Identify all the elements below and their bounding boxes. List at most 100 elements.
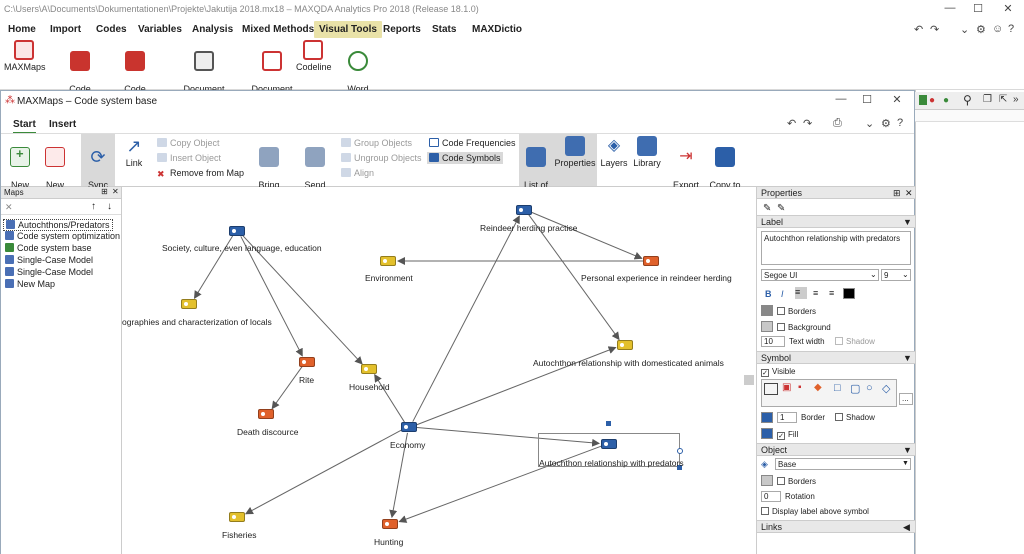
group-objects-button[interactable]: Group Objects <box>341 138 412 148</box>
map-node-label[interactable]: Household <box>349 382 390 392</box>
codeline-button[interactable]: Codeline <box>296 40 332 73</box>
map-item[interactable]: Code system optimization <box>5 231 120 241</box>
map-link-arrow[interactable] <box>389 432 408 519</box>
fill-color-swatch[interactable] <box>761 428 773 439</box>
font-size-select[interactable]: 9⌄ <box>881 269 911 281</box>
menu-codes[interactable]: Codes <box>96 24 127 35</box>
maxmaps-minimize-icon[interactable]: — <box>835 93 847 105</box>
mm-help-icon[interactable]: ? <box>897 117 904 129</box>
visible-checkbox[interactable]: ✓Visible <box>761 367 796 377</box>
map-link-arrow[interactable] <box>416 346 617 426</box>
map-link-arrow[interactable] <box>416 427 601 447</box>
map-node-label[interactable]: Rite <box>299 375 315 385</box>
maps-close-icon[interactable]: ✕ <box>112 187 119 196</box>
border-color-swatch[interactable] <box>761 305 773 316</box>
brush-reset-icon[interactable]: ✎ <box>777 203 786 214</box>
map-item[interactable]: Code system base <box>5 243 92 253</box>
canvas-scroll-thumb[interactable] <box>744 375 754 385</box>
mm-redo-icon[interactable]: ↷ <box>803 118 813 130</box>
code-symbol-icon[interactable] <box>299 357 315 367</box>
undo-icon[interactable]: ↶ <box>914 24 924 36</box>
mm-chevron-down-icon[interactable]: ⌄ <box>865 118 875 130</box>
fill-checkbox[interactable]: ✓Fill <box>777 430 799 440</box>
object-border-swatch[interactable] <box>761 475 773 486</box>
map-link-arrow[interactable] <box>412 215 520 422</box>
code-symbol-icon[interactable] <box>601 439 617 449</box>
map-node-label[interactable]: Fisheries <box>222 530 257 540</box>
mm-undo-icon[interactable]: ↶ <box>787 118 797 130</box>
rounded-square-icon[interactable]: ▢ <box>850 383 861 395</box>
globe-icon[interactable]: ● <box>943 95 950 106</box>
borders-checkbox[interactable]: Borders <box>777 307 816 316</box>
code-symbol-icon[interactable] <box>516 205 532 215</box>
move-down-icon[interactable]: ↓ <box>107 201 112 212</box>
delete-map-icon[interactable]: ✕ <box>5 202 13 212</box>
code-symbols-button[interactable]: Code Symbols <box>427 152 503 164</box>
menu-variables[interactable]: Variables <box>138 24 182 35</box>
map-link-arrow[interactable] <box>271 366 303 410</box>
menu-reports[interactable]: Reports <box>383 24 421 35</box>
printer-icon[interactable]: ⎙ <box>833 117 842 129</box>
ungroup-objects-button[interactable]: Ungroup Objects <box>341 153 422 163</box>
maximize-icon[interactable]: ☐ <box>973 3 983 15</box>
map-node-label[interactable]: Personal experience in reindeer herding <box>581 273 732 283</box>
object-section-header[interactable]: Object▼ <box>757 443 915 456</box>
map-link-arrow[interactable] <box>193 235 234 300</box>
brush-icon[interactable]: ✎ <box>763 203 772 214</box>
map-node-label[interactable]: Environment <box>365 273 413 283</box>
code-symbol-icon[interactable] <box>258 409 274 419</box>
symbol-selected-icon[interactable] <box>764 383 778 395</box>
code-symbol-icon[interactable] <box>181 299 197 309</box>
code-symbol-icon[interactable] <box>617 340 633 350</box>
label-text-field[interactable]: Autochthon relationship with predators <box>761 231 911 265</box>
map-node-label[interactable]: Autochthon relationship with predators <box>539 458 684 468</box>
resize-handle[interactable] <box>677 465 682 470</box>
background-checkbox[interactable]: Background <box>777 323 831 332</box>
menu-mixed-methods[interactable]: Mixed Methods <box>242 24 315 35</box>
object-type-select[interactable]: Base▼ <box>775 458 911 470</box>
code-symbol-icon[interactable] <box>229 512 245 522</box>
rotate-handle[interactable] <box>606 421 611 426</box>
text-color-swatch[interactable] <box>843 288 855 299</box>
rotation-stepper[interactable]: 0 <box>761 491 781 502</box>
align-right-button[interactable]: ≡ <box>829 288 835 298</box>
map-link-arrow[interactable] <box>531 211 643 260</box>
green-doc-icon[interactable] <box>919 95 927 105</box>
pin-icon[interactable]: ⊞ <box>101 187 108 196</box>
symbol-gallery[interactable]: ▣ ▪ ◆ □ ▢ ○ ◇ <box>761 379 897 407</box>
code-symbol-icon[interactable] <box>361 364 377 374</box>
links-section-header[interactable]: Links◀ <box>757 520 915 533</box>
map-link-arrow[interactable] <box>240 236 303 357</box>
more-symbols-button[interactable]: ... <box>899 393 913 405</box>
minimize-icon[interactable]: — <box>944 2 956 14</box>
code-symbol-icon[interactable] <box>229 226 245 236</box>
map-item[interactable]: Single-Case Model <box>5 267 93 277</box>
layers-button[interactable]: ◈ Layers <box>599 136 629 169</box>
code-symbol-icon[interactable] <box>382 519 398 529</box>
symbol-tag-icon[interactable]: ◆ <box>814 382 822 393</box>
redo-icon[interactable]: ↷ <box>930 24 940 36</box>
props-close-icon[interactable]: ✕ <box>905 188 913 198</box>
align-center-button[interactable]: ≡ <box>813 288 819 298</box>
more-icon[interactable]: » <box>1013 94 1019 105</box>
diamond-shape-icon[interactable]: ◇ <box>882 383 891 395</box>
menu-import[interactable]: Import <box>50 24 82 35</box>
library-button[interactable]: Library <box>631 136 663 169</box>
map-item[interactable]: Single-Case Model <box>5 255 93 265</box>
code-symbol-icon[interactable] <box>380 256 396 266</box>
border-stepper[interactable]: 1 <box>777 412 797 423</box>
red-circle-icon[interactable]: ● <box>929 95 936 106</box>
display-label-above-checkbox[interactable]: Display label above symbol <box>761 507 869 516</box>
text-width-stepper[interactable]: 10 <box>761 336 785 347</box>
object-borders-checkbox[interactable]: Borders <box>777 477 816 486</box>
map-node-label[interactable]: Hunting <box>374 537 404 547</box>
links-expand-icon[interactable]: ◀ <box>903 522 910 532</box>
tab-start[interactable]: Start <box>13 119 36 134</box>
menu-stats[interactable]: Stats <box>432 24 457 35</box>
gear-icon[interactable]: ⚙ <box>976 24 986 36</box>
map-item[interactable]: New Map <box>5 279 55 289</box>
list-of-maps-button[interactable]: List of Maps <box>519 134 553 201</box>
background-color-swatch[interactable] <box>761 321 773 332</box>
map-node-label[interactable]: ographies and characterization of locals <box>122 317 272 327</box>
code-symbol-icon[interactable] <box>643 256 659 266</box>
